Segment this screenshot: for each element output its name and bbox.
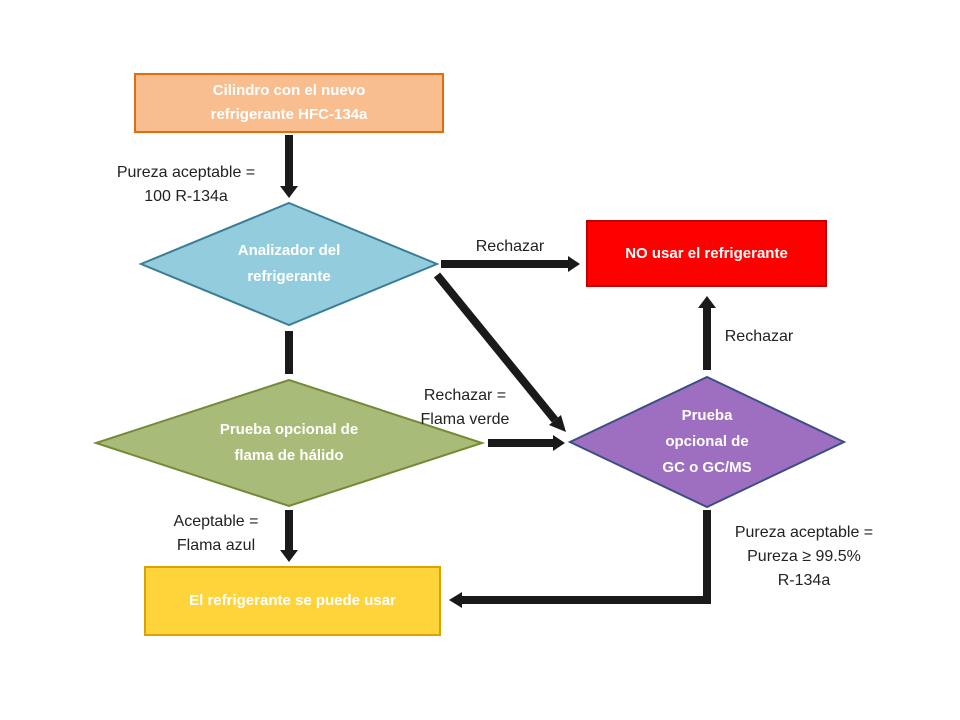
arrow-gc-to-reject (698, 296, 716, 370)
label-reject-green-line-1: Rechazar = (423, 387, 507, 404)
label-acceptable-blue-flame: Aceptable = Flama azul (150, 510, 282, 558)
arrow-analyzer-to-reject (441, 256, 580, 272)
analyzer-diamond (138, 201, 440, 327)
label-acceptable-blue-line-2: Flama azul (176, 537, 256, 554)
start-cylinder-line-2: refrigerante HFC-134a (210, 106, 368, 123)
label-reject-top: Rechazar (460, 235, 560, 259)
label-purity-995-line-2: Pureza ≥ 99.5% (747, 548, 861, 565)
gc-test-line-1: Prueba (681, 407, 733, 424)
label-reject-right: Rechazar (709, 325, 809, 349)
gc-test-diamond (567, 375, 847, 509)
start-cylinder-line-1: Cilindro con el nuevo (212, 82, 366, 99)
label-acceptable-blue-line-1: Aceptable = (173, 513, 259, 530)
label-purity-100-line-2: 100 R-134a (144, 188, 228, 205)
arrow-start-to-analyzer (280, 135, 298, 198)
label-reject-green-flame: Rechazar = Flama verde (399, 384, 531, 432)
halide-test-text: Prueba opcional de flama de hálido (170, 413, 408, 473)
label-reject-right-text: Rechazar (724, 328, 794, 345)
analyzer-text: Analizador del refrigerante (181, 234, 397, 294)
label-reject-green-line-2: Flama verde (420, 411, 510, 428)
reject-refrigerant-text: NO usar el refrigerante (625, 244, 788, 262)
label-purity-100-line-1: Pureza aceptable = (116, 164, 256, 181)
label-purity-100: Pureza aceptable = 100 R-134a (98, 161, 274, 209)
use-refrigerant-text: El refrigerante se puede usar (189, 592, 396, 609)
start-cylinder-box: Cilindro con el nuevo refrigerante HFC-1… (134, 73, 444, 133)
gc-test-line-3: GC o GC/MS (662, 459, 752, 476)
label-purity-995-line-3: R-134a (777, 572, 831, 589)
arrow-halide-to-gc (488, 435, 565, 451)
label-reject-top-text: Rechazar (475, 238, 545, 255)
analyzer-line-2: refrigerante (247, 268, 331, 285)
use-refrigerant-box: El refrigerante se puede usar (144, 566, 441, 636)
halide-test-diamond (92, 378, 486, 508)
halide-test-line-2: flama de hálido (234, 447, 344, 464)
arrow-halide-to-use (280, 510, 298, 562)
gc-test-line-2: opcional de (665, 433, 749, 450)
label-purity-995: Pureza aceptable = Pureza ≥ 99.5% R-134a (714, 521, 894, 593)
halide-test-line-1: Prueba opcional de (219, 421, 359, 438)
arrow-analyzer-to-gc (433, 272, 566, 432)
analyzer-line-1: Analizador del (237, 242, 341, 259)
gc-test-text: Prueba opcional de GC o GC/MS (622, 402, 792, 482)
reject-refrigerant-box: NO usar el refrigerante (586, 220, 827, 287)
arrow-gc-to-use (449, 510, 711, 608)
label-purity-995-line-1: Pureza aceptable = (734, 524, 874, 541)
